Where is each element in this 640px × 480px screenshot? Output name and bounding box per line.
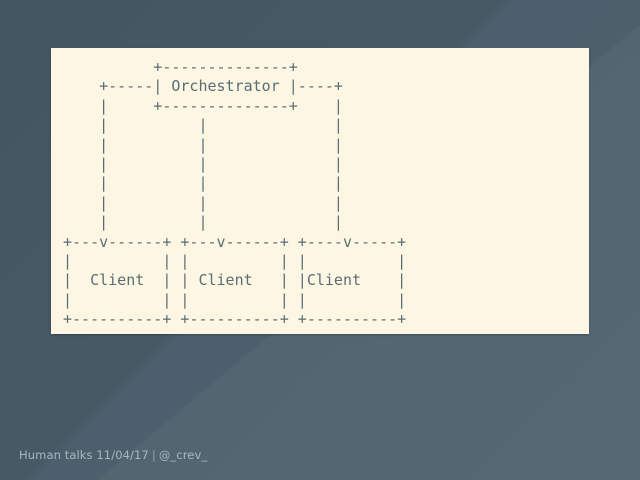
diagram-line: | | | | | | — [63, 252, 407, 271]
diagram-line: +---v------+ +---v------+ +----v-----+ — [63, 232, 407, 251]
diagram-line: | | | — [63, 116, 343, 135]
diagram-line: +--------------+ — [63, 58, 298, 76]
diagram-line: | | | — [63, 155, 343, 174]
diagram-line: | | | — [63, 135, 343, 154]
diagram-line: | | | — [63, 174, 343, 193]
diagram-panel: +--------------+ +-----| Orchestrator |-… — [51, 48, 589, 334]
footer-event: Human talks 11/04/17 — [19, 448, 149, 462]
slide-footer: Human talks 11/04/17|@_crev_ — [19, 448, 207, 462]
diagram-line: | | | | | | — [63, 290, 407, 309]
diagram-line: +----------+ +----------+ +----------+ — [63, 310, 407, 329]
ascii-diagram: +--------------+ +-----| Orchestrator |-… — [63, 58, 406, 330]
diagram-line: | +--------------+ | — [63, 96, 343, 115]
footer-handle: @_crev_ — [158, 448, 208, 462]
footer-separator: | — [151, 448, 156, 462]
diagram-line: | Client | | Client | |Client | — [63, 271, 407, 290]
diagram-line: | | | — [63, 213, 343, 232]
diagram-line: | | | — [63, 193, 343, 212]
diagram-line: +-----| Orchestrator |----+ — [63, 77, 343, 96]
